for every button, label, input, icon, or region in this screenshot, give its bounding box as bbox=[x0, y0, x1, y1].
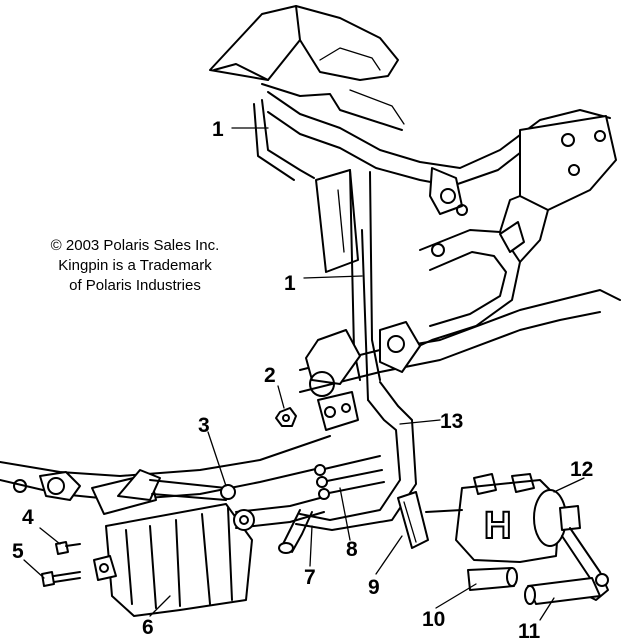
clamp-part-9 bbox=[397, 491, 429, 549]
fuel-filter-assembly: H bbox=[397, 473, 609, 605]
copyright-line-3: of Polaris Industries bbox=[69, 277, 201, 294]
callout-11: 11 bbox=[518, 620, 541, 640]
callout-12: 12 bbox=[570, 458, 593, 481]
callout-1-top: 1 bbox=[212, 118, 224, 141]
bolt-part-4 bbox=[55, 541, 69, 555]
muffler-heat-shield bbox=[93, 503, 253, 617]
exhaust-pipes bbox=[233, 455, 385, 554]
copyright-line-2: Kingpin is a Trademark bbox=[58, 257, 212, 274]
swing-arm-assembly bbox=[0, 435, 331, 515]
bolt-part-5 bbox=[41, 571, 55, 587]
callouts: 1 1 2 3 4 5 6 7 8 9 10 11 12 13 bbox=[12, 118, 593, 640]
filter-body bbox=[455, 479, 561, 563]
callout-4: 4 bbox=[22, 506, 34, 529]
callout-8: 8 bbox=[346, 538, 358, 561]
callout-7: 7 bbox=[304, 566, 316, 589]
leader-lines bbox=[23, 127, 585, 621]
hose-part-11 bbox=[527, 577, 601, 605]
callout-6: 6 bbox=[142, 616, 154, 639]
callout-1-frame: 1 bbox=[284, 272, 296, 295]
callout-9: 9 bbox=[368, 576, 380, 599]
copyright-notice: © 2003 Polaris Sales Inc. Kingpin is a T… bbox=[30, 236, 240, 296]
callout-2: 2 bbox=[264, 364, 276, 387]
fasteners bbox=[41, 407, 297, 587]
main-frame bbox=[253, 91, 621, 531]
nut-part-2 bbox=[275, 407, 297, 427]
filter-mark: H bbox=[484, 505, 511, 547]
copyright-line-1: © 2003 Polaris Sales Inc. bbox=[50, 237, 220, 254]
callout-13: 13 bbox=[440, 410, 463, 433]
callout-3: 3 bbox=[198, 414, 210, 437]
callout-10: 10 bbox=[422, 608, 445, 631]
callout-5: 5 bbox=[12, 540, 24, 563]
rear-fender-seat bbox=[209, 5, 405, 131]
